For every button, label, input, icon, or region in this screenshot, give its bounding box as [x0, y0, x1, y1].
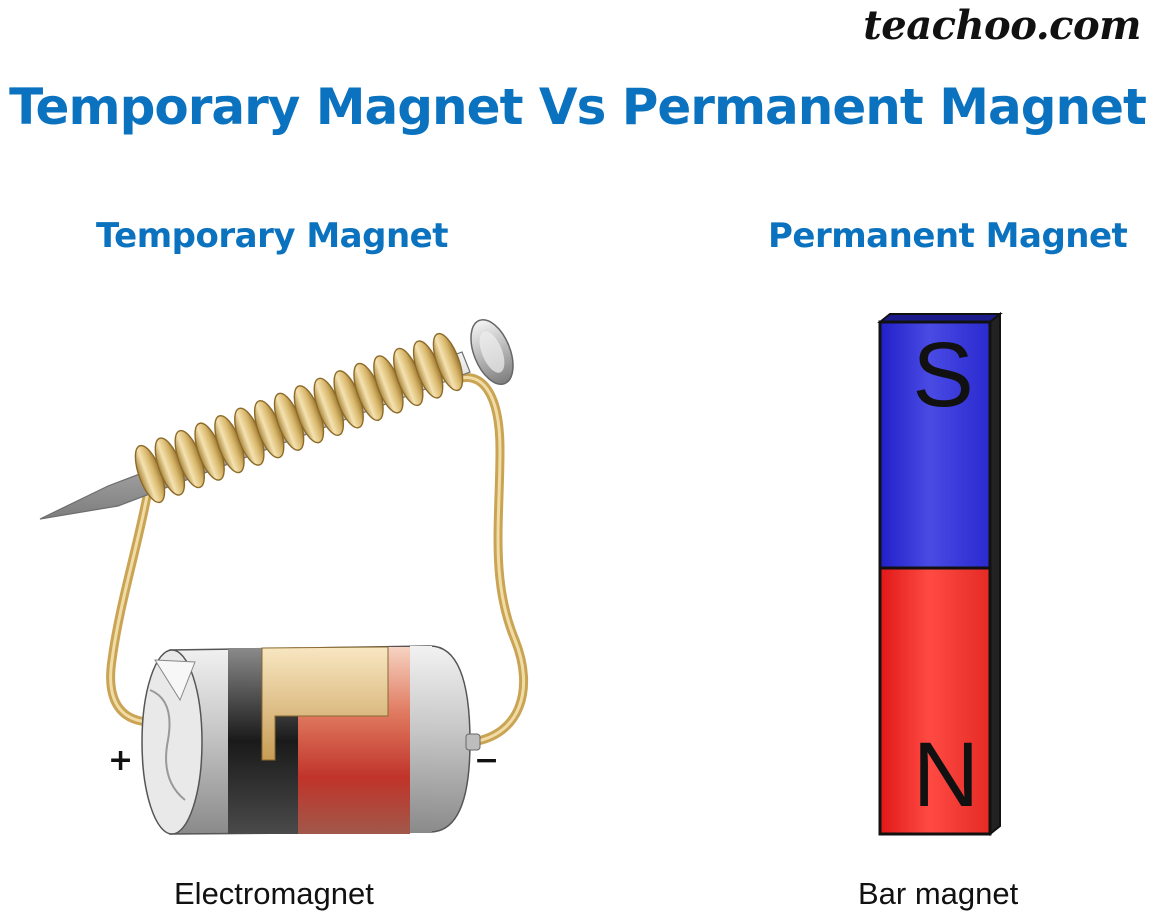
teachoo-logo: teachoo.com: [863, 2, 1141, 49]
coil-turn: [432, 332, 464, 392]
positive-terminal-label: +: [108, 743, 133, 778]
electromagnet-caption: Electromagnet: [174, 876, 374, 911]
bar-magnet-caption: Bar magnet: [858, 876, 1019, 911]
north-pole-label: N: [913, 724, 979, 826]
bar-magnet-illustration: S N: [877, 311, 1003, 837]
wire-coil: [134, 332, 464, 504]
page-title: Temporary Magnet Vs Permanent Magnet: [9, 78, 1147, 136]
battery: [141, 645, 481, 835]
south-pole-label: S: [912, 324, 973, 426]
temporary-magnet-heading: Temporary Magnet: [96, 216, 448, 256]
electromagnet-illustration: + −: [39, 319, 529, 835]
south-pole: [878, 320, 992, 570]
permanent-magnet-heading: Permanent Magnet: [768, 216, 1128, 256]
negative-terminal-label: −: [474, 743, 499, 778]
north-pole: [878, 566, 992, 836]
